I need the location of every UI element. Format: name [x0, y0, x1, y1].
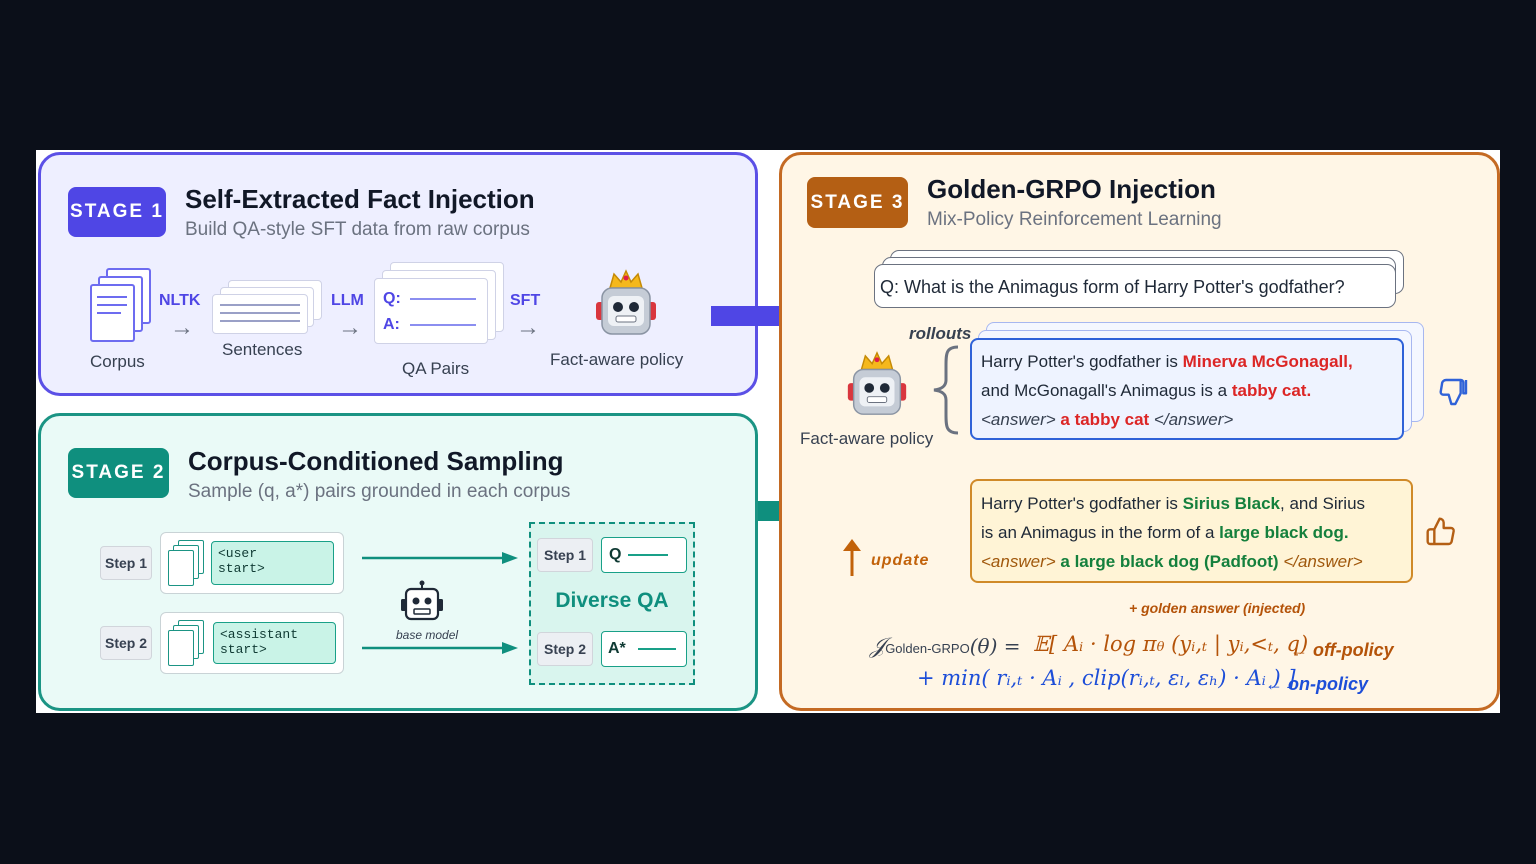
on-policy-label: ← on-policy — [1265, 674, 1368, 694]
nltk-label: NLTK — [159, 292, 201, 309]
update-label: update — [871, 552, 930, 569]
crowned-robot-icon — [596, 269, 656, 335]
sft-label: SFT — [510, 292, 541, 309]
wrong-rollout-line2: and McGonagall's Animagus is a tabby cat… — [981, 381, 1312, 400]
question-text: Q: What is the Animagus form of Harry Po… — [880, 277, 1345, 297]
qa-pairs-label: QA Pairs — [402, 359, 470, 378]
wrong-rollout-card — [970, 338, 1404, 440]
stage2-title: Corpus-Conditioned Sampling — [188, 446, 564, 476]
wrong-rollout-line3: <answer> a tabby cat </answer> — [981, 410, 1234, 429]
diverse-step1-label: Step 1 — [537, 538, 593, 572]
stage1-policy-label: Fact-aware policy — [550, 350, 684, 369]
update-arrow-icon — [843, 539, 861, 576]
step1-label: Step 1 — [100, 546, 152, 580]
formula-off-policy-term: 𝔼[ Aᵢ · log πθ (yᵢ,ₜ | yᵢ,<ₜ, q) — [1033, 632, 1309, 656]
stage3-policy-label: Fact-aware policy — [800, 429, 934, 448]
sampling-arrows-icon — [362, 552, 518, 654]
golden-rollout-line3: <answer> a large black dog (Padfoot) </a… — [981, 552, 1363, 571]
corpus-label: Corpus — [90, 352, 145, 371]
stage1-subtitle: Build QA-style SFT data from raw corpus — [185, 219, 530, 240]
sentences-label: Sentences — [222, 340, 303, 359]
off-policy-label: ← off-policy — [1290, 640, 1394, 660]
step2-label: Step 2 — [100, 626, 152, 660]
assistant-start-tag: <assistant start> — [213, 622, 336, 664]
stage2-subtitle: Sample (q, a*) pairs grounded in each co… — [188, 481, 571, 502]
diverse-step2-label: Step 2 — [537, 632, 593, 666]
llm-label: LLM — [331, 292, 364, 309]
golden-answer-note: + golden answer (injected) — [1129, 600, 1306, 616]
stage1-badge: STAGE 1 — [68, 187, 166, 237]
q-output-label: Q — [609, 546, 622, 563]
stage2-badge: STAGE 2 — [68, 448, 169, 498]
rollouts-label: rollouts — [909, 324, 972, 343]
arrow-right-icon: → — [516, 314, 540, 341]
formula-on-policy-term: + min( rᵢ,ₜ · Aᵢ , clip(rᵢ,ₜ, εₗ, εₕ) · … — [917, 666, 1296, 690]
crowned-robot-icon — [847, 351, 907, 415]
user-start-tag: <user start> — [211, 541, 334, 585]
question-box — [874, 264, 1396, 308]
golden-rollout-line1: Harry Potter's godfather is Sirius Black… — [981, 494, 1366, 513]
stage1-title: Self-Extracted Fact Injection — [185, 184, 535, 214]
a-output-field: A* — [601, 631, 687, 667]
arrow-right-icon: → — [170, 314, 194, 341]
thumbs-up-icon — [1426, 517, 1455, 546]
a-output-label: A* — [608, 640, 626, 657]
stage3-badge: STAGE 3 — [807, 177, 908, 228]
thumbs-down-icon — [1439, 378, 1468, 406]
golden-rollout-card — [970, 479, 1413, 583]
wrong-rollout-line1: Harry Potter's godfather is Minerva McGo… — [981, 352, 1353, 371]
stage3-title: Golden-GRPO Injection — [927, 174, 1216, 204]
formula-lhs: 𝒥Golden-GRPO(θ) = — [870, 634, 1021, 659]
q-output-field: Q — [601, 537, 687, 573]
stage3-subtitle: Mix-Policy Reinforcement Learning — [927, 209, 1222, 230]
brace-icon — [933, 345, 959, 435]
arrow-right-icon: → — [338, 314, 362, 341]
golden-rollout-line2: is an Animagus in the form of a large bl… — [981, 523, 1349, 542]
base-model-robot-icon — [401, 580, 443, 621]
base-model-label: base model — [396, 628, 459, 642]
diverse-qa-title: Diverse QA — [555, 589, 669, 612]
